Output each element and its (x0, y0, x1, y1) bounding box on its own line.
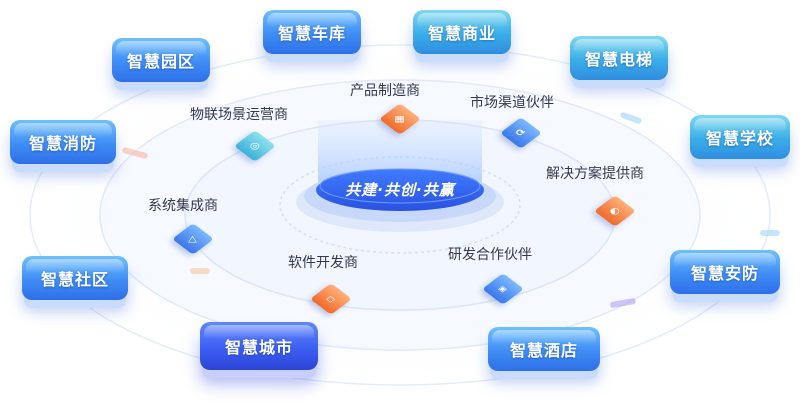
partner-label-integrator: 系统集成商 (148, 198, 218, 214)
tile-smart-city: 智慧城市 (200, 322, 318, 370)
tile-smart-park: 智慧园区 (112, 38, 210, 82)
tile-label: 智慧车库 (277, 24, 346, 43)
partner-label-solution-provider: 解决方案提供商 (546, 166, 644, 182)
tile-smart-commerce: 智慧商业 (413, 10, 511, 54)
tile-label: 智慧酒店 (509, 341, 578, 360)
center-slogan: 共建·共创·共赢 (345, 180, 455, 199)
tile-label: 智慧消防 (28, 134, 97, 153)
tile-smart-fire: 智慧消防 (10, 120, 116, 164)
tile-smart-community: 智慧社区 (22, 256, 128, 300)
tile-smart-elevator: 智慧电梯 (570, 36, 668, 80)
tile-label: 智慧学校 (705, 129, 774, 148)
tile-smart-security: 智慧安防 (670, 250, 780, 294)
tile-label: 智慧园区 (126, 52, 195, 71)
tile-label: 智慧城市 (224, 338, 293, 357)
tile-label: 智慧社区 (40, 270, 109, 289)
tile-label: 智慧安防 (690, 264, 759, 283)
tile-smart-garage: 智慧车库 (263, 10, 361, 54)
partner-label-iot-operator: 物联场景运营商 (190, 107, 288, 123)
tile-smart-school: 智慧学校 (690, 115, 790, 159)
partner-label-manufacturer: 产品制造商 (350, 83, 420, 99)
tile-label: 智慧商业 (427, 24, 496, 43)
partner-label-software-dev: 软件开发商 (288, 255, 358, 271)
partner-label-rd-partner: 研发合作伙伴 (448, 247, 532, 263)
tile-label: 智慧电梯 (584, 50, 653, 69)
partner-label-channel-partner: 市场渠道伙伴 (470, 95, 554, 111)
tile-smart-hotel: 智慧酒店 (488, 327, 600, 371)
